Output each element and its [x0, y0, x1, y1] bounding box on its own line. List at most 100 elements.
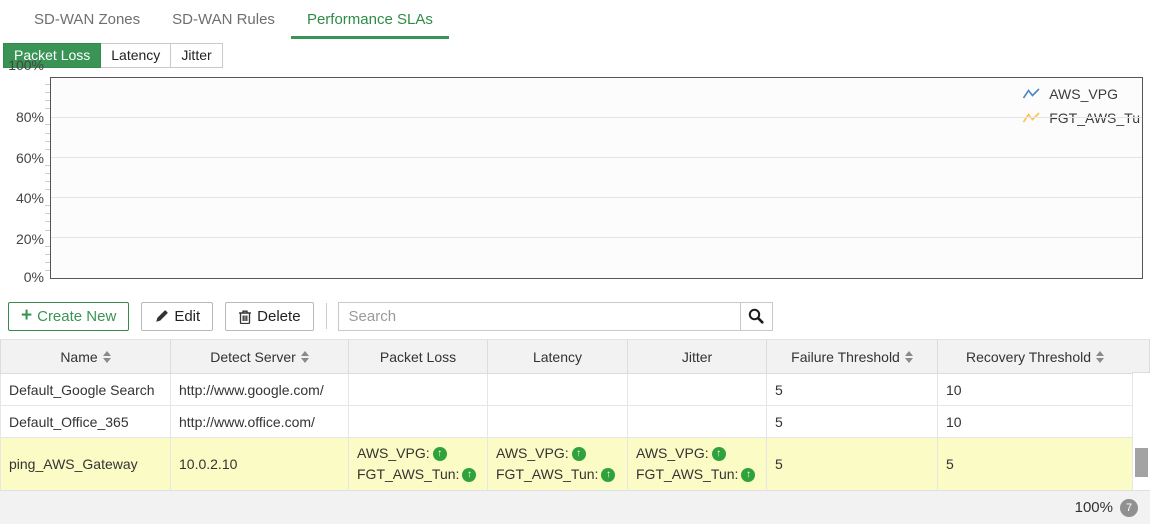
scrollbar-thumb[interactable]	[1135, 448, 1148, 477]
sort-icon	[102, 350, 111, 363]
cell-name: ping_AWS_Gateway	[0, 437, 171, 491]
y-axis-minor-ticks	[45, 77, 50, 279]
column-header-jitter: Jitter	[627, 339, 767, 374]
y-axis-tick-label: 100%	[8, 57, 44, 73]
chart-legend: AWS_VPG FGT_AWS_Tu	[1022, 86, 1140, 126]
cell-failure-threshold: 5	[766, 373, 938, 406]
cell-failure-threshold: 5	[766, 437, 938, 491]
column-header-name[interactable]: Name	[0, 339, 171, 374]
legend-item-aws-vpg[interactable]: AWS_VPG	[1022, 86, 1140, 102]
sla-member-label: AWS_VPG:	[496, 445, 569, 461]
status-up-icon: ↑	[432, 446, 447, 461]
sla-member-label: FGT_AWS_Tun:	[357, 466, 460, 482]
status-up-icon: ↑	[571, 446, 586, 461]
minor-tick	[45, 140, 50, 142]
tab-performance-slas[interactable]: Performance SLAs	[290, 1, 449, 39]
toolbar-separator	[325, 303, 327, 329]
y-axis-tick-label: 40%	[15, 190, 44, 207]
delete-button[interactable]: Delete	[225, 301, 314, 331]
cell-recovery-threshold: 10	[937, 373, 1133, 406]
minor-tick	[45, 92, 50, 94]
cell-packet-loss	[348, 373, 488, 406]
minor-tick	[45, 221, 50, 223]
search-input[interactable]	[337, 301, 740, 331]
column-header-label: Jitter	[681, 348, 713, 365]
column-header-label: Detect Server	[210, 348, 296, 365]
cell-name: Default_Google Search	[0, 373, 171, 406]
column-header-recovery-threshold[interactable]: Recovery Threshold	[937, 339, 1133, 374]
search-box	[337, 301, 773, 331]
cell-detect-server: http://www.office.com/	[170, 405, 349, 438]
column-header-label: Latency	[532, 348, 583, 365]
minor-tick	[45, 213, 50, 215]
column-header-latency: Latency	[487, 339, 628, 374]
column-header-label: Failure Threshold	[791, 348, 900, 365]
sort-icon	[904, 350, 913, 363]
cell-latency: AWS_VPG:↑FGT_AWS_Tun:↑	[487, 437, 628, 491]
legend-label: AWS_VPG	[1049, 86, 1118, 102]
sla-member-label: FGT_AWS_Tun:	[496, 466, 599, 482]
tab-sd-wan-zones[interactable]: SD-WAN Zones	[34, 11, 141, 28]
trash-icon	[238, 309, 252, 324]
subtab-packet-loss[interactable]: Packet Loss	[3, 43, 102, 68]
cell-jitter	[627, 405, 767, 438]
cell-recovery-threshold: 10	[937, 405, 1133, 438]
edit-button[interactable]: Edit	[141, 301, 214, 331]
column-header-detect-server[interactable]: Detect Server	[170, 339, 349, 374]
table-toolbar: + Create New Edit Delete	[8, 301, 1150, 331]
minor-tick	[45, 205, 50, 207]
scrollbar-header-cap	[1132, 339, 1150, 373]
status-up-icon: ↑	[711, 446, 726, 461]
sla-member-label: FGT_AWS_Tun:	[636, 466, 739, 482]
notification-badge[interactable]: 7	[1120, 498, 1138, 517]
cell-name: Default_Office_365	[0, 405, 171, 438]
edit-label: Edit	[174, 307, 201, 325]
legend-line-icon	[1023, 112, 1040, 123]
table-scrollbar	[1132, 339, 1150, 492]
cell-recovery-threshold: 5	[937, 437, 1133, 491]
minor-tick	[45, 148, 50, 150]
cell-packet-loss	[348, 405, 488, 438]
sort-icon	[300, 350, 309, 363]
minor-tick	[45, 124, 50, 126]
y-axis-tick-label: 60%	[15, 149, 44, 166]
column-header-label: Name	[60, 348, 98, 365]
minor-tick	[45, 189, 50, 191]
status-bar: 100% 7	[0, 490, 1150, 524]
sla-member-label: AWS_VPG:	[357, 445, 430, 461]
cell-latency	[487, 405, 628, 438]
minor-tick	[45, 229, 50, 231]
pencil-icon	[154, 309, 169, 324]
legend-item-fgt-aws-tu[interactable]: FGT_AWS_Tu	[1022, 110, 1140, 126]
packet-loss-chart: AWS_VPG FGT_AWS_Tu	[50, 77, 1143, 279]
cell-latency	[487, 373, 628, 406]
search-icon	[748, 308, 764, 324]
cell-jitter: AWS_VPG:↑FGT_AWS_Tun:↑	[627, 437, 767, 491]
minor-tick	[45, 100, 50, 102]
column-header-failure-threshold[interactable]: Failure Threshold	[766, 339, 938, 374]
search-button[interactable]	[739, 301, 773, 331]
cell-detect-server: http://www.google.com/	[170, 373, 349, 406]
minor-tick	[45, 172, 50, 174]
minor-tick	[45, 164, 50, 166]
main-tabbar: SD-WAN Zones SD-WAN Rules Performance SLAs	[0, 0, 1150, 39]
cell-detect-server: 10.0.2.10	[170, 437, 349, 491]
subtab-jitter[interactable]: Jitter	[171, 43, 223, 68]
minor-tick	[45, 181, 50, 183]
minor-tick	[45, 261, 50, 263]
tab-sd-wan-rules[interactable]: SD-WAN Rules	[172, 11, 275, 28]
cell-packet-loss: AWS_VPG:↑FGT_AWS_Tun:↑	[348, 437, 488, 491]
sla-member-label: AWS_VPG:	[636, 445, 709, 461]
status-up-icon: ↑	[741, 467, 756, 482]
subtab-latency[interactable]: Latency	[101, 43, 172, 68]
plus-icon: +	[21, 304, 33, 326]
create-new-button[interactable]: + Create New	[8, 301, 130, 331]
